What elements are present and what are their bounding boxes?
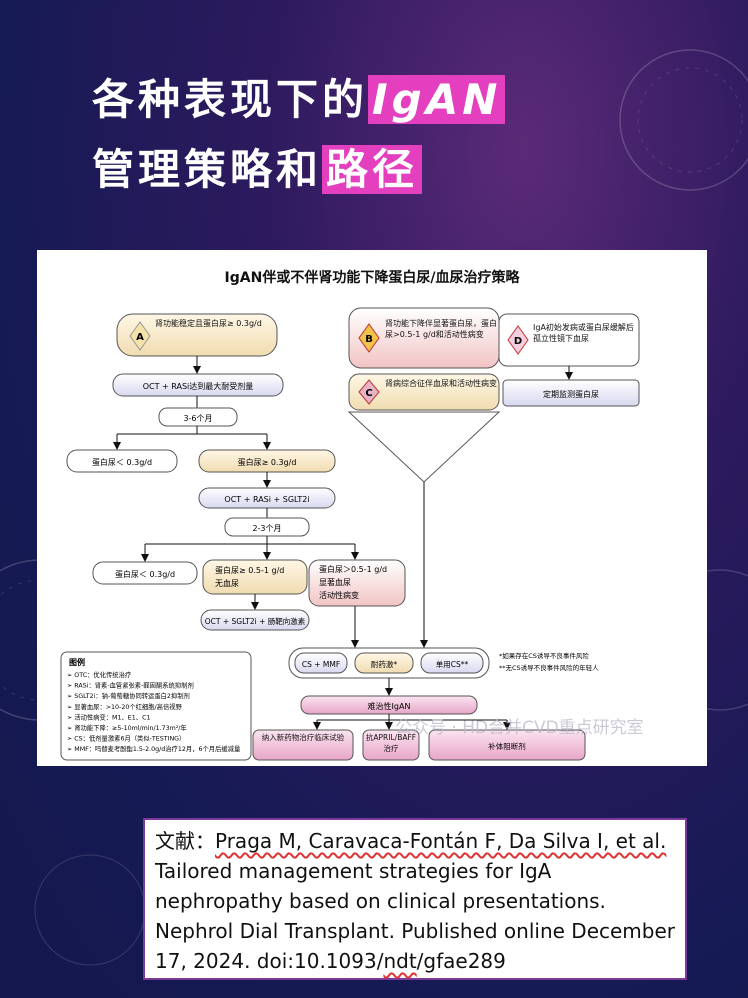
left1-text: 蛋白尿＜ 0.3g/d <box>92 457 152 467</box>
legend-items: ➢ OTC：优化传统治疗 ➢ RASi：肾素-血管紧张素-醛固酮系统抑制剂➢ SG… <box>67 670 241 753</box>
box-d-text: IgA初始发病或蛋白尿缓解后孤立性镜下血尿 <box>533 323 634 343</box>
letter-a: A <box>136 332 144 343</box>
title-text: 各种表现下的 <box>92 75 369 124</box>
option-cs-mmf: CS + MMF <box>302 660 340 669</box>
category-b-box: B 肾功能下降伴显著蛋白尿，蛋白尿>0.5-1 g/d和活动性病变 <box>348 307 500 369</box>
d-step-box <box>502 379 640 407</box>
left2-box <box>92 561 198 585</box>
page-title-line1: 各种表现下的IgAN <box>92 66 506 127</box>
final2-text: 抗APRIL/BAFF治疗 <box>365 733 417 753</box>
legend-title: 图例 <box>69 657 85 667</box>
letter-d: D <box>514 336 522 347</box>
legend-item: ➢ 肾功能下降：≥5-10ml/min/1.73m²/年 <box>67 723 187 732</box>
letter-c: C <box>365 388 372 399</box>
citation-line3: nephropathy based on clinical presentati… <box>155 889 606 913</box>
legend-item: ➢ SGLT2i：钠-葡萄糖协同转运蛋白2抑制剂 <box>67 691 190 700</box>
legend-box <box>60 651 252 761</box>
category-d-box: D IgA初始发病或蛋白尿缓解后孤立性镜下血尿 <box>498 313 640 367</box>
refractory-text: 难治性IgAN <box>368 701 411 711</box>
final1-box <box>252 729 354 761</box>
right2-text-a: 蛋白尿＞0.5-1 g/d <box>319 564 387 574</box>
d-step-text: 定期监测蛋白尿 <box>543 389 599 399</box>
watermark: 公众号 · HD合并CVD重点研究室 <box>395 718 644 738</box>
citation-label: 文献： <box>155 829 215 853</box>
interval1-box <box>158 407 238 427</box>
right2-box <box>308 559 406 607</box>
category-c-box: C 肾病综合征伴血尿和活动性病变 <box>348 373 500 411</box>
legend-item: ➢ CS：低剂量激素6月（类似-TESTING） <box>67 734 185 743</box>
category-a-box: A 肾功能稳定且蛋白尿≥ 0.3g/d <box>116 313 278 357</box>
legend-item: ➢ 活动性病变：M1、E1、C1 <box>67 712 150 721</box>
interval1-text: 3-6个月 <box>183 414 212 423</box>
funnel-shape <box>347 411 501 483</box>
figure-title: IgAN伴或不伴肾功能下降蛋白尿/血尿治疗策略 <box>225 269 521 286</box>
right1-text: 蛋白尿≥ 0.3g/d <box>238 457 297 467</box>
treatment-flowchart: IgAN伴或不伴肾功能下降蛋白尿/血尿治疗策略 A 肾功能稳定且蛋白尿≥ 0.3… <box>37 250 707 766</box>
page-title-line2: 管理策略和路径 <box>92 136 423 197</box>
step3-box <box>200 609 310 631</box>
option-steroid: 耐药激* <box>371 659 397 669</box>
final2-box <box>362 729 420 761</box>
citation-line5b: ndt <box>383 949 417 973</box>
left1-box <box>66 449 178 473</box>
citation-line4: Nephrol Dial Transplant. Published onlin… <box>155 919 676 943</box>
mid2-text-b: 无血尿 <box>215 578 239 588</box>
legend-item: ➢ RASi：肾素-血管紧张素-醛固酮系统抑制剂 <box>67 681 194 690</box>
interval2-text: 2-3个月 <box>252 524 281 533</box>
final1-text: 纳入新药物治疗临床试验 <box>261 733 345 742</box>
step1-box <box>112 373 284 397</box>
option-cs-only: 单用CS** <box>436 659 469 669</box>
note1: *如果存在CS诱导不良事件风险 <box>499 651 589 660</box>
box-a-text: 肾功能稳定且蛋白尿≥ 0.3g/d <box>155 319 262 328</box>
citation-box: 文献：Praga M, Caravaca-Fontán F, Da Silva … <box>143 818 687 980</box>
title-highlight: IgAN <box>368 75 506 124</box>
title-text: 管理策略和 <box>92 145 323 194</box>
left2-text: 蛋白尿＜ 0.3g/d <box>115 569 175 579</box>
final3-box <box>428 729 586 761</box>
step1-text: OCT + RASi达到最大耐受剂量 <box>143 381 254 391</box>
mid2-text-a: 蛋白尿≥ 0.5-1 g/d <box>215 565 284 575</box>
citation-authors: Praga M, Caravaca-Fontán F, Da Silva I, … <box>215 829 667 853</box>
right2-text-b: 显著血尿 <box>319 577 351 587</box>
legend-item: ➢ OTC：优化传统治疗 <box>67 670 132 679</box>
legend-item: ➢ 显著血尿：>10-20个红细胞/高倍视野 <box>67 702 183 711</box>
legend-item: ➢ MMF：吗替麦考酚酯1.5-2.0g/d治疗12月，6个月后缓减量 <box>67 744 241 753</box>
citation-line5a: 17, 2024. doi:10.1093/ <box>155 949 384 973</box>
step3-text: OCT + SGLT2i + 肠靶向激素 <box>205 616 306 626</box>
citation-line5c: /gfae289 <box>416 949 506 973</box>
box-b-text: 肾功能下降伴显著蛋白尿，蛋白尿>0.5-1 g/d和活动性病变 <box>385 319 497 339</box>
box-c-text: 肾病综合征伴血尿和活动性病变 <box>385 379 497 388</box>
note2: **无CS诱导不良事件风险的年轻人 <box>499 663 599 672</box>
citation-line2: Tailored management strategies for IgA <box>155 859 552 883</box>
step2-text: OCT + RASi + SGLT2i <box>224 495 309 504</box>
title-highlight: 路径 <box>322 145 423 194</box>
right2-text-c: 活动性病变 <box>319 590 359 600</box>
letter-b: B <box>365 334 373 345</box>
final3-text: 补体阻断剂 <box>488 741 526 751</box>
